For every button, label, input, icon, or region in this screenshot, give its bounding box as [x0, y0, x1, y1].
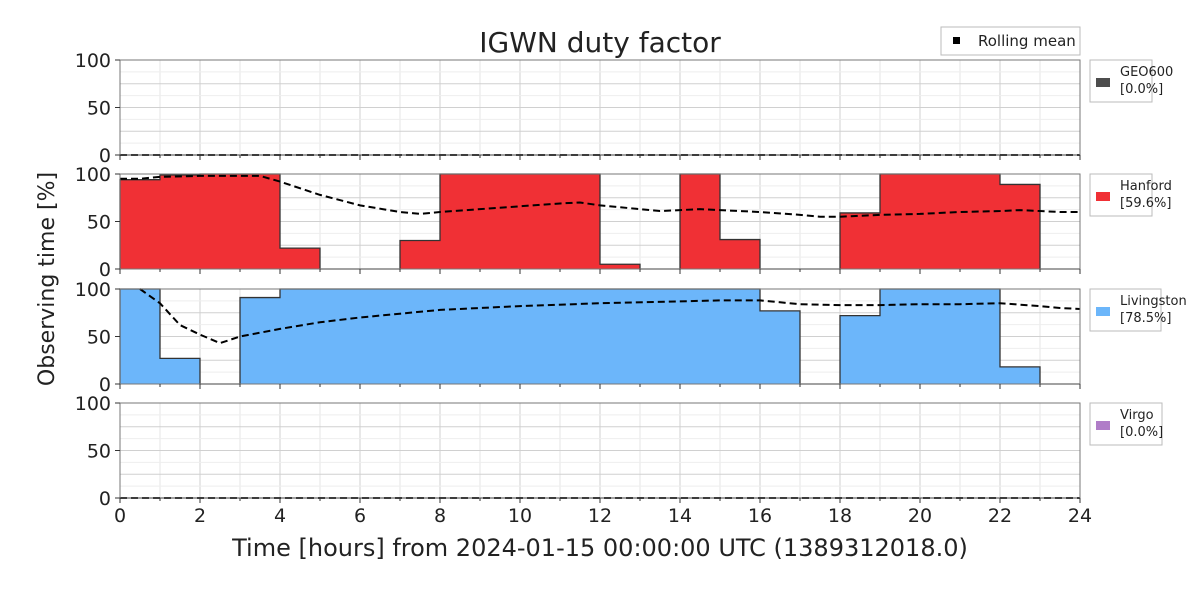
x-tick-label: 22: [988, 505, 1012, 527]
legend-percent: [0.0%]: [1120, 82, 1163, 97]
bar-livingston-14: [680, 289, 720, 384]
bar-hanford-0: [120, 179, 160, 269]
x-tick-label: 12: [588, 505, 612, 527]
bar-hanford-11: [560, 174, 600, 269]
y-tick-label: 50: [87, 212, 111, 234]
x-tick-label: 18: [828, 505, 852, 527]
chart-title: IGWN duty factor: [479, 26, 721, 59]
bar-hanford-21: [960, 174, 1000, 269]
legend-hanford: Hanford [59.6%]: [1089, 173, 1172, 217]
bar-hanford-20: [920, 174, 960, 269]
legend-label: Virgo: [1120, 408, 1154, 423]
x-tick-label: 8: [434, 505, 446, 527]
legend-swatch: [1096, 421, 1110, 430]
bar-livingston-7: [400, 289, 440, 384]
y-tick-label: 0: [99, 374, 111, 396]
bar-livingston-6: [360, 289, 400, 384]
bar-hanford-10: [520, 174, 560, 269]
bar-livingston-11: [560, 289, 600, 384]
y-tick-label: 100: [75, 279, 111, 301]
bar-hanford-3: [240, 174, 280, 269]
bar-livingston-1: [160, 358, 200, 384]
legend-swatch: [1096, 192, 1110, 201]
legend-label: Hanford: [1120, 179, 1172, 194]
bar-hanford-12: [600, 264, 640, 269]
legend-label: Livingston: [1120, 294, 1187, 309]
bar-livingston-13: [640, 289, 680, 384]
rolling-mean-line: [120, 174, 1080, 218]
bar-hanford-4: [280, 248, 320, 269]
rolling-mean-legend: Rolling mean: [940, 26, 1081, 56]
legend-livingston: Livingston [78.5%]: [1089, 288, 1187, 332]
rolling-mean-line: [139, 288, 1081, 345]
y-axis-label: Observing time [%]: [35, 172, 60, 386]
legend-swatch: [1096, 307, 1110, 316]
y-tick-label: 0: [99, 488, 111, 510]
bar-livingston-22: [1000, 366, 1040, 384]
bar-hanford-8: [440, 174, 480, 269]
bar-hanford-7: [400, 240, 440, 269]
x-axis-label: Time [hours] from 2024-01-15 00:00:00 UT…: [231, 534, 968, 562]
bar-livingston-19: [880, 289, 920, 384]
bar-livingston-9: [480, 289, 520, 384]
x-tick-label: 20: [908, 505, 932, 527]
y-tick-label: 100: [75, 164, 111, 186]
legend-percent: [59.6%]: [1120, 196, 1171, 211]
rolling-mean-label: Rolling mean: [978, 32, 1076, 50]
x-tick-label: 2: [194, 505, 206, 527]
bar-livingston-8: [440, 289, 480, 384]
y-tick-label: 50: [87, 98, 111, 120]
bar-livingston-12: [600, 289, 640, 384]
x-tick-label: 6: [354, 505, 366, 527]
legend-label: GEO600: [1120, 65, 1173, 80]
bar-hanford-2: [200, 174, 240, 269]
legend-percent: [0.0%]: [1120, 425, 1163, 440]
bar-livingston-4: [280, 289, 320, 384]
bar-hanford-19: [880, 174, 920, 269]
x-tick-label: 14: [668, 505, 692, 527]
y-tick-label: 50: [87, 327, 111, 349]
bar-livingston-10: [520, 289, 560, 384]
legend-virgo: Virgo [0.0%]: [1089, 402, 1163, 446]
bar-livingston-16: [760, 310, 800, 384]
x-tick-label: 10: [508, 505, 532, 527]
bar-hanford-14: [680, 174, 720, 269]
x-tick-label: 0: [114, 505, 126, 527]
x-tick-label: 4: [274, 505, 286, 527]
bar-hanford-22: [1000, 184, 1040, 269]
bar-hanford-1: [160, 174, 200, 269]
bar-hanford-15: [720, 239, 760, 269]
bar-hanford-9: [480, 174, 520, 269]
y-tick-label: 50: [87, 441, 111, 463]
bar-livingston-5: [320, 289, 360, 384]
legend-geo600: GEO600 [0.0%]: [1089, 59, 1173, 103]
rolling-mean-marker: [953, 37, 960, 44]
legend-swatch: [1096, 78, 1110, 87]
bar-hanford-18: [840, 212, 880, 269]
bar-livingston-18: [840, 315, 880, 384]
y-tick-label: 0: [99, 259, 111, 281]
bar-livingston-3: [240, 297, 280, 384]
legend-percent: [78.5%]: [1120, 311, 1171, 326]
y-tick-label: 100: [75, 393, 111, 415]
bar-livingston-15: [720, 289, 760, 384]
bar-livingston-0: [120, 289, 160, 384]
y-tick-label: 100: [75, 50, 111, 72]
x-tick-label: 16: [748, 505, 772, 527]
x-tick-label: 24: [1068, 505, 1092, 527]
y-tick-label: 0: [99, 145, 111, 167]
